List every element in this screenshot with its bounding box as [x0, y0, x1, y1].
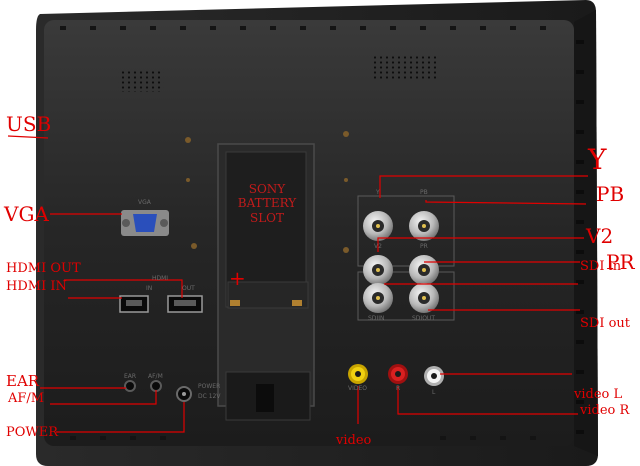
rca-video: [348, 364, 368, 384]
callout-y: Y: [588, 143, 607, 176]
vga-port: [121, 210, 169, 236]
speaker-grille-left: [118, 70, 164, 92]
battery-slot-label: SONY BATTERY SLOT: [232, 182, 302, 225]
callout-power: POWER: [6, 425, 59, 440]
rca-l: [424, 366, 444, 386]
print-pr: PR: [420, 243, 428, 250]
print-afm: AF/M: [148, 373, 163, 380]
bnc-y: [363, 211, 393, 241]
print-hdmi: HDMI: [152, 275, 169, 282]
callout-v2: V2: [586, 224, 614, 248]
callout-video: video: [336, 433, 372, 448]
callout-video-r: video R: [580, 403, 630, 418]
print-y: Y: [376, 189, 380, 196]
print-r: R: [396, 385, 401, 392]
speaker-grille-right: [374, 54, 436, 80]
callout-pr: PR: [606, 250, 635, 274]
callout-hdmi-out: HDMI OUT: [6, 261, 81, 276]
battery-line-2: BATTERY: [237, 196, 297, 211]
callout-sdi-out: SDI out: [580, 316, 631, 331]
bnc-pr: [409, 255, 439, 285]
callout-ear: EAR: [6, 372, 40, 390]
print-video: VIDEO: [348, 385, 368, 392]
print-l: L: [432, 389, 436, 396]
print-sdi-out: SDIOUT: [412, 315, 435, 322]
print-power-rating: DC 12V: [198, 393, 221, 400]
print-vga: VGA: [138, 199, 151, 206]
ear-jack: [124, 380, 136, 392]
bnc-pb: [409, 211, 439, 241]
bnc-v2: [363, 255, 393, 285]
rca-r: [388, 364, 408, 384]
print-ear: EAR: [124, 373, 137, 380]
callout-afm: AF/M: [8, 391, 45, 406]
callout-video-l: video L: [574, 387, 623, 402]
print-in: IN: [146, 285, 153, 292]
callout-hdmi-in: HDMI IN: [6, 279, 67, 294]
callout-pb: PB: [596, 182, 625, 206]
callout-vga: VGA: [4, 202, 49, 226]
callout-lines: [7, 135, 588, 433]
battery-line-3: SLOT: [249, 210, 285, 225]
afm-jack: [150, 380, 162, 392]
callout-sdi-in: SDI in: [580, 259, 622, 274]
print-out: OUT: [182, 285, 195, 292]
print-sdi-in: SDIIN: [368, 315, 385, 322]
battery-line-1: SONY: [248, 182, 286, 196]
callout-usb: USB: [6, 112, 52, 136]
print-v2: V2: [374, 243, 382, 250]
bnc-sdi-in: [363, 283, 393, 313]
battery-plus-sign: +: [229, 266, 246, 290]
print-power: POWER: [198, 383, 221, 390]
print-pb: PB: [420, 189, 428, 196]
bnc-sdi-out: [409, 283, 439, 313]
